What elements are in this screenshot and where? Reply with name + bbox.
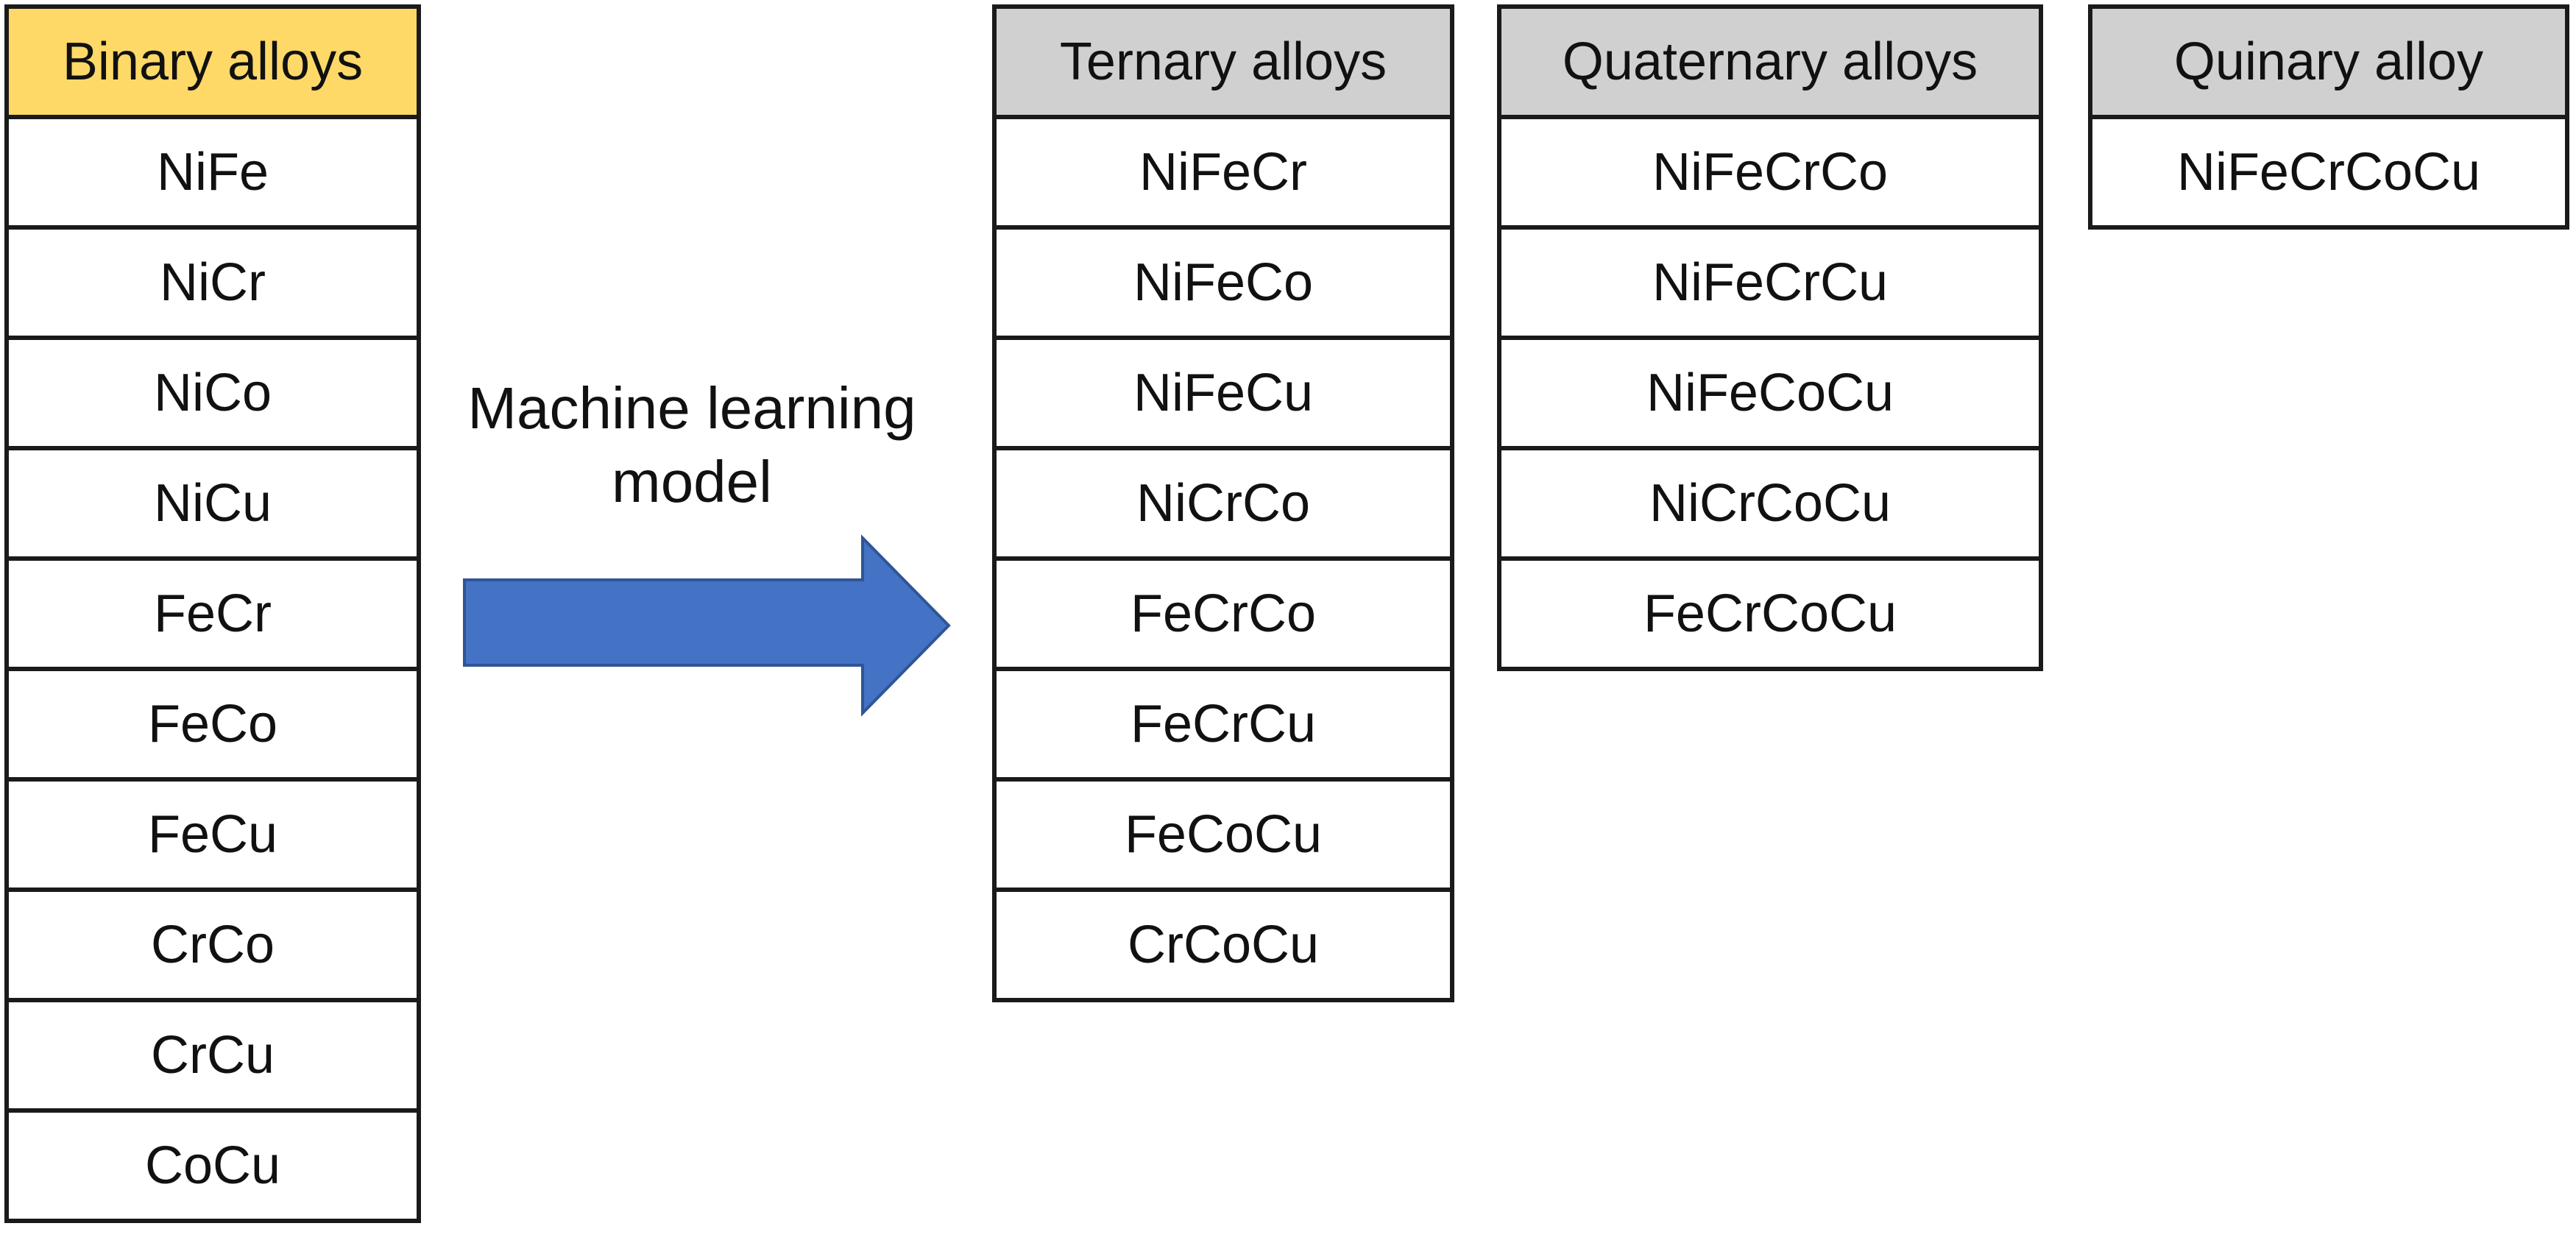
binary-alloy-cell: NiCu	[9, 450, 417, 561]
ml-label-line1: Machine learning	[467, 375, 916, 441]
binary-alloy-cell: FeCr	[9, 561, 417, 671]
ternary-alloy-cell: CrCoCu	[997, 892, 1450, 1002]
quaternary-alloy-cell: NiCrCoCu	[1501, 450, 2039, 561]
binary-alloy-cell: FeCu	[9, 782, 417, 892]
binary-alloys-header: Binary alloys	[9, 9, 417, 119]
quaternary-alloy-cell: NiFeCrCo	[1501, 119, 2039, 230]
binary-alloy-cell: NiCo	[9, 340, 417, 450]
binary-alloy-cell: NiCr	[9, 230, 417, 340]
binary-alloy-cell: FeCo	[9, 671, 417, 782]
binary-alloys-table: Binary alloys NiFe NiCr NiCo NiCu FeCr F…	[4, 4, 421, 1223]
ternary-alloy-cell: NiFeCu	[997, 340, 1450, 450]
ternary-alloy-cell: NiFeCo	[997, 230, 1450, 340]
quaternary-alloys-table: Quaternary alloys NiFeCrCo NiFeCrCu NiFe…	[1497, 4, 2043, 671]
arrow-shape	[463, 534, 951, 717]
ml-label-line2: model	[612, 449, 772, 514]
quaternary-alloy-cell: FeCrCoCu	[1501, 561, 2039, 671]
right-arrow-icon	[463, 534, 951, 717]
binary-alloy-cell: CrCu	[9, 1002, 417, 1113]
binary-alloy-cell: CoCu	[9, 1113, 417, 1223]
ternary-alloy-cell: FeCrCu	[997, 671, 1450, 782]
binary-alloy-cell: NiFe	[9, 119, 417, 230]
quinary-alloy-table: Quinary alloy NiFeCrCoCu	[2088, 4, 2569, 230]
quaternary-alloys-header: Quaternary alloys	[1501, 9, 2039, 119]
quinary-alloy-cell: NiFeCrCoCu	[2092, 119, 2565, 230]
ternary-alloys-table: Ternary alloys NiFeCr NiFeCo NiFeCu NiCr…	[992, 4, 1454, 1002]
ternary-alloy-cell: FeCoCu	[997, 782, 1450, 892]
binary-alloy-cell: CrCo	[9, 892, 417, 1002]
quinary-alloy-header: Quinary alloy	[2092, 9, 2565, 119]
ternary-alloy-cell: FeCrCo	[997, 561, 1450, 671]
ternary-alloy-cell: NiFeCr	[997, 119, 1450, 230]
ternary-alloy-cell: NiCrCo	[997, 450, 1450, 561]
machine-learning-model-label: Machine learning model	[412, 372, 972, 519]
ternary-alloys-header: Ternary alloys	[997, 9, 1450, 119]
quaternary-alloy-cell: NiFeCoCu	[1501, 340, 2039, 450]
quaternary-alloy-cell: NiFeCrCu	[1501, 230, 2039, 340]
